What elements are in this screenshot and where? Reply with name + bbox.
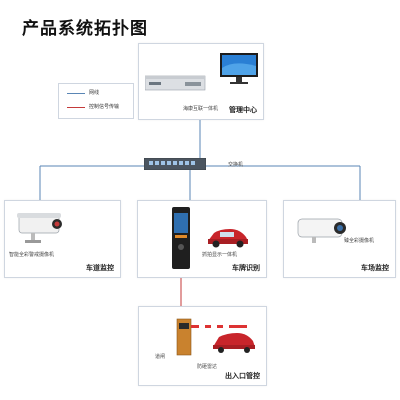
device-label: 智能全彩警戒摄像机	[9, 252, 55, 258]
lane-monitoring-box: 智能全彩警戒摄像机 车道监控	[4, 200, 121, 278]
device-label: 防砸雷达	[197, 364, 218, 370]
plate-recognition-box: 抓拍显示一体机 车牌识别	[137, 200, 267, 278]
management-center-box: 海康互联一体机 管理中心	[138, 43, 264, 120]
legend-item-control: 控制信号传输	[59, 102, 133, 112]
section-label: 车牌识别	[232, 265, 260, 272]
network-line-swatch	[67, 93, 85, 94]
page-title: 产品系统拓扑图	[22, 19, 148, 38]
control-line-swatch	[67, 107, 85, 108]
gate-control-box: 道闸 防砸雷达 出入口管控	[138, 306, 267, 386]
barrier-gate-icon	[176, 318, 255, 356]
legend: 网线 控制信号传输	[58, 83, 134, 119]
monitor-icon	[220, 53, 258, 84]
switch-label: 交换机	[228, 162, 244, 168]
bullet-camera-icon	[17, 213, 62, 243]
device-label: 臻全彩摄像机	[344, 238, 375, 244]
section-label: 车道监控	[86, 265, 114, 272]
section-label: 出入口管控	[225, 373, 260, 380]
device-label: 海康互联一体机	[183, 106, 219, 112]
bullet-camera-icon	[297, 218, 346, 243]
nvr-device-icon	[145, 75, 206, 91]
device-label: 抓拍显示一体机	[202, 252, 238, 258]
device-label: 道闸	[155, 354, 166, 360]
yard-monitoring-box: 臻全彩摄像机 车场监控	[283, 200, 396, 278]
section-label: 管理中心	[229, 107, 257, 114]
legend-label: 网线	[89, 90, 100, 96]
red-car-icon	[208, 229, 248, 248]
legend-label: 控制信号传输	[89, 104, 120, 110]
plate-capture-unit-icon	[172, 207, 190, 269]
switch-icon	[144, 158, 206, 170]
legend-item-network: 网线	[59, 88, 133, 98]
section-label: 车场监控	[361, 265, 389, 272]
